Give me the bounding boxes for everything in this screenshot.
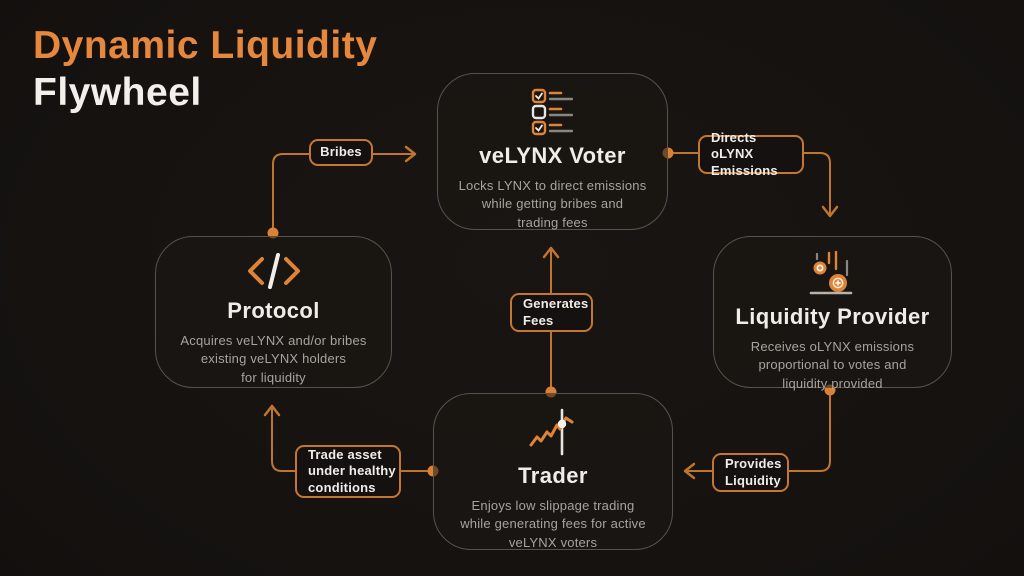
- edge-label-provides-liquidity: Provides Liquidity: [712, 453, 789, 492]
- node-liquidity-provider: Liquidity Provider Receives oLYNX emissi…: [713, 236, 952, 391]
- arrowhead-left-icon: [683, 462, 696, 480]
- connector-lp-to-trader: [687, 389, 831, 472]
- node-title: Protocol: [227, 297, 320, 323]
- node-title: veLYNX Voter: [479, 143, 626, 168]
- arrowhead-up-icon: [542, 246, 560, 259]
- connector-trader-to-protocol: [271, 408, 433, 472]
- node-title: Trader: [518, 463, 588, 488]
- edge-label-generates-fees: Generates Fees: [510, 293, 593, 332]
- edge-label-directs-olynx-emissions: Directs oLYNX Emissions: [698, 130, 804, 178]
- node-trader: Trader Enjoys low slippage trading while…: [433, 393, 673, 550]
- arrowhead-up-icon: [263, 404, 281, 417]
- code-brackets-icon: [241, 251, 307, 291]
- edge-label-bribes: Bribes: [309, 139, 373, 166]
- node-velynx-voter: veLYNX Voter Locks LYNX to direct emissi…: [437, 73, 668, 230]
- falling-coins-icon: [807, 251, 859, 297]
- node-description: Acquires veLYNX and/or bribes existing v…: [180, 332, 367, 385]
- checklist-icon: [529, 88, 577, 136]
- node-title: Liquidity Provider: [735, 304, 930, 329]
- arrowhead-down-icon: [821, 205, 839, 218]
- connector-protocol-to-voter: [272, 153, 413, 230]
- page-title-line-1: Dynamic Liquidity: [33, 24, 378, 67]
- connector-voter-to-lp: [668, 152, 831, 214]
- arrowhead-right-icon: [404, 145, 417, 163]
- candlestick-chart-icon: [526, 408, 580, 456]
- node-description: Locks LYNX to direct emissions while get…: [458, 178, 647, 230]
- edge-label-trade-asset: Trade asset under healthy conditions: [295, 445, 401, 498]
- page-title: Dynamic Liquidity Flywheel: [33, 22, 377, 116]
- page-title-line-2: Flywheel: [33, 71, 202, 114]
- node-description: Receives oLYNX emissions proportional to…: [750, 339, 915, 391]
- node-description: Enjoys low slippage trading while genera…: [460, 498, 646, 550]
- node-protocol: Protocol Acquires veLYNX and/or bribes e…: [155, 236, 392, 388]
- connector-dot: [267, 227, 279, 239]
